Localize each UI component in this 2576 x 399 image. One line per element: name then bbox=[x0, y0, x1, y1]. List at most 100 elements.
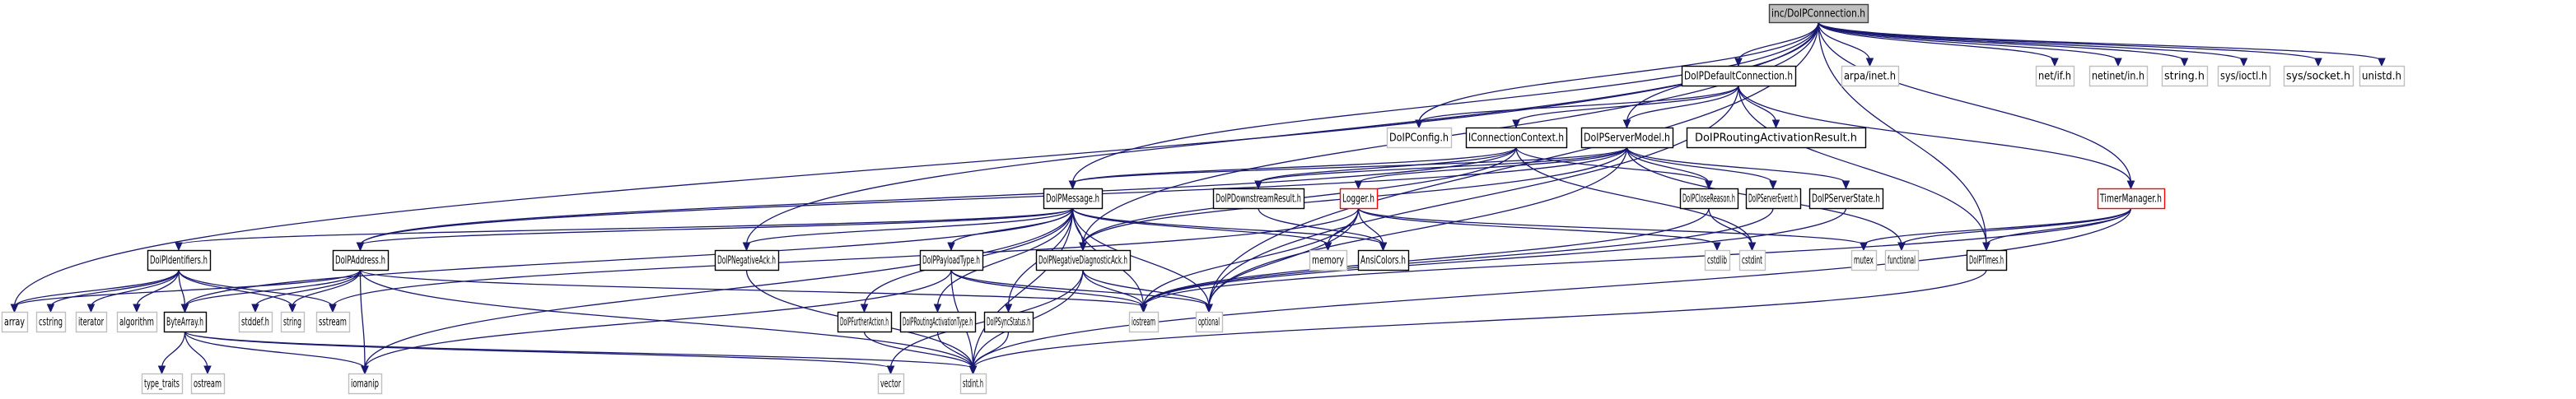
node-box bbox=[1681, 65, 1797, 87]
node-serverstate[interactable]: DoIPServerState.h bbox=[1808, 188, 1884, 210]
node-box bbox=[1, 311, 29, 333]
node-ioctl: sys/ioctl.h bbox=[2217, 65, 2271, 87]
node-label: stdint.h bbox=[963, 378, 983, 391]
node-label: DoIPServerEvent.h bbox=[1748, 193, 1798, 206]
edge-root-to-ioctl bbox=[1818, 21, 2245, 62]
arrowhead-icon bbox=[86, 304, 96, 313]
edge-address-to-bytearray bbox=[184, 269, 362, 308]
node-timermgr[interactable]: TimerManager.h bbox=[2097, 188, 2166, 210]
node-label: vector bbox=[880, 378, 901, 391]
node-box bbox=[1966, 249, 2008, 271]
node-label: Logger.h bbox=[1342, 193, 1374, 206]
node-downstream[interactable]: DoIPDownstreamResult.h bbox=[1212, 188, 1305, 210]
node-serverevent[interactable]: DoIPServerEvent.h bbox=[1745, 188, 1802, 210]
node-label: IConnectionContext.h bbox=[1468, 132, 1564, 145]
node-label: string.h bbox=[2164, 71, 2205, 83]
edge-timermgr-to-mutex bbox=[1863, 207, 2132, 246]
node-box bbox=[1386, 127, 1453, 149]
node-label: type_traits bbox=[144, 378, 180, 391]
arrowhead-icon bbox=[1860, 242, 1868, 252]
node-label: stddef.h bbox=[241, 317, 269, 329]
node-box bbox=[1704, 249, 1731, 271]
arrowhead-icon bbox=[1769, 180, 1777, 190]
node-label: DoIPServerModel.h bbox=[1584, 132, 1670, 145]
node-routeres[interactable]: DoIPRoutingActivationResult.h bbox=[1686, 127, 1867, 149]
arrowhead-icon bbox=[10, 304, 19, 313]
arrowhead-icon bbox=[46, 304, 55, 313]
node-box bbox=[1679, 188, 1739, 210]
node-defconn[interactable]: DoIPDefaultConnection.h bbox=[1681, 65, 1797, 87]
node-negack[interactable]: DoIPNegativeAck.h bbox=[714, 249, 780, 271]
edge-timermgr-to-stdint bbox=[972, 207, 2132, 369]
node-box bbox=[190, 373, 226, 395]
edge-servermodel-to-serverevent bbox=[1626, 146, 1774, 184]
node-iconn[interactable]: IConnectionContext.h bbox=[1465, 127, 1568, 149]
node-negdiag[interactable]: DoIPNegativeDiagnosticAck.h bbox=[1035, 249, 1132, 271]
edge-identifiers-to-algorithm bbox=[136, 269, 180, 308]
node-netif: net/if.h bbox=[2035, 65, 2075, 87]
edge-serverevent-to-iostream bbox=[1142, 207, 1774, 308]
edge-message-to-optional bbox=[1071, 207, 1210, 308]
node-optional: optional bbox=[1195, 311, 1224, 333]
node-stdint: stdint.h bbox=[959, 373, 987, 395]
node-label: mutex bbox=[1854, 255, 1874, 267]
edge-root-to-times bbox=[1818, 21, 1987, 246]
arrowhead-icon bbox=[1254, 180, 1262, 190]
edge-times-to-stdint bbox=[972, 269, 1987, 369]
node-label: DoIPRoutingActivationType.h bbox=[903, 317, 973, 329]
edge-root-to-arpa bbox=[1818, 21, 1871, 62]
node-box bbox=[1128, 311, 1160, 333]
node-bytearray[interactable]: ByteArray.h bbox=[163, 311, 208, 333]
arrowhead-icon bbox=[2239, 58, 2248, 67]
node-stddef: stddef.h bbox=[238, 311, 273, 333]
node-identifiers[interactable]: DoIPIdentifiers.h bbox=[147, 249, 212, 271]
node-label: array bbox=[4, 317, 25, 329]
node-syncstatus[interactable]: DoIPSyncStatus.h bbox=[983, 311, 1034, 333]
node-label: DoIPPayloadType.h bbox=[922, 255, 980, 267]
node-iomanip: iomanip bbox=[348, 373, 383, 395]
arrowhead-icon bbox=[742, 242, 751, 252]
node-ansicolors[interactable]: AnsiColors.h bbox=[1357, 249, 1410, 271]
node-closereason[interactable]: DoIPCloseReason.h bbox=[1679, 188, 1739, 210]
edge-message-to-negack bbox=[745, 207, 1074, 246]
node-iterator: iterator bbox=[75, 311, 108, 333]
arrowhead-icon bbox=[1139, 304, 1148, 313]
arrowhead-icon bbox=[288, 304, 296, 313]
node-label: memory bbox=[1312, 255, 1344, 267]
node-routetype[interactable]: DoIPRoutingActivationType.h bbox=[899, 311, 977, 333]
edge-root-to-socket bbox=[1818, 21, 2319, 62]
edge-payloadtype-to-iomanip bbox=[364, 269, 952, 369]
node-label: algorithm bbox=[119, 317, 154, 329]
node-times[interactable]: DoIPTimes.h bbox=[1966, 249, 2008, 271]
edge-message-to-identifiers bbox=[178, 207, 1074, 246]
node-root[interactable]: inc/DoIPConnection.h bbox=[1768, 3, 1869, 24]
node-furtheraction[interactable]: DoIPFurtherAction.h bbox=[837, 311, 893, 333]
edge-iconn-to-message bbox=[1071, 146, 1517, 184]
node-label: sys/ioctl.h bbox=[2220, 71, 2267, 83]
node-cstring: cstring bbox=[35, 311, 67, 333]
node-box bbox=[1580, 127, 1674, 149]
node-box bbox=[959, 373, 987, 395]
node-box bbox=[1309, 249, 1348, 271]
node-label: cstdint bbox=[1742, 255, 1762, 267]
arrowhead-icon bbox=[175, 242, 183, 252]
node-box bbox=[837, 311, 893, 333]
node-servermodel[interactable]: DoIPServerModel.h bbox=[1580, 127, 1674, 149]
node-address[interactable]: DoIPAddress.h bbox=[332, 249, 390, 271]
node-box bbox=[1745, 188, 1802, 210]
node-label: arpa/inet.h bbox=[1844, 71, 1896, 83]
node-box bbox=[919, 249, 984, 271]
edge-logger-to-iostream bbox=[1142, 207, 1360, 308]
node-box bbox=[1738, 249, 1766, 271]
node-logger[interactable]: Logger.h bbox=[1339, 188, 1379, 210]
node-label: sys/socket.h bbox=[2286, 71, 2350, 83]
node-payloadtype[interactable]: DoIPPayloadType.h bbox=[919, 249, 984, 271]
edge-root-to-unistd bbox=[1818, 21, 2382, 62]
node-ostream: ostream bbox=[190, 373, 226, 395]
node-message[interactable]: DoIPMessage.h bbox=[1043, 188, 1104, 210]
edge-furtheraction-to-stdint bbox=[863, 331, 974, 369]
edge-syncstatus-to-stdint bbox=[972, 331, 1010, 369]
node-box bbox=[348, 373, 383, 395]
node-unistd: unistd.h bbox=[2359, 65, 2406, 87]
edge-servermodel-to-downstream bbox=[1258, 146, 1628, 184]
